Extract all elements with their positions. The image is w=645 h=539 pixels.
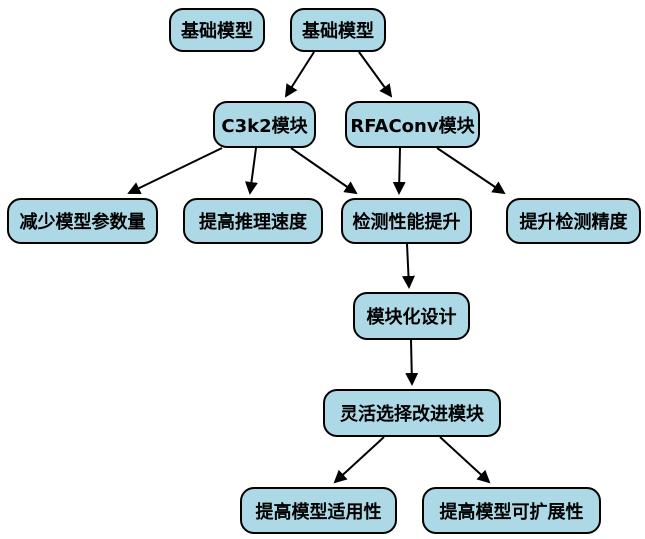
edge-flexible-selection-to-applicability bbox=[333, 436, 385, 484]
edge-c3k2-to-detection-perf bbox=[290, 147, 358, 195]
edge-c3k2-to-inference-speed bbox=[245, 147, 258, 195]
node-reduce-model-params: 减少模型参数量 bbox=[7, 198, 158, 244]
node-improve-model-extensibility: 提高模型可扩展性 bbox=[422, 487, 601, 534]
edge-rfaconv-to-detection-perf bbox=[392, 147, 406, 195]
node-improve-inference-speed: 提高推理速度 bbox=[183, 198, 323, 244]
node-base-model-left: 基础模型 bbox=[169, 8, 265, 52]
edge-modular-design-to-flexible-selection bbox=[405, 339, 419, 386]
edge-flexible-selection-to-extensibility bbox=[439, 436, 491, 484]
node-improve-detection-precision: 提升检测精度 bbox=[506, 198, 641, 244]
node-modular-design: 模块化设计 bbox=[353, 292, 470, 340]
node-base-model-right: 基础模型 bbox=[290, 8, 386, 52]
node-c3k2-module: C3k2模块 bbox=[213, 101, 316, 148]
node-detection-perf-boost: 检测性能提升 bbox=[341, 198, 472, 244]
node-flexible-module-selection: 灵活选择改进模块 bbox=[323, 389, 501, 437]
edge-base-model-right-to-c3k2 bbox=[284, 51, 315, 98]
edge-detection-perf-to-modular-design bbox=[401, 243, 415, 289]
node-rfaconv-module: RFAConv模块 bbox=[345, 101, 480, 148]
node-improve-model-applicability: 提高模型适用性 bbox=[240, 487, 397, 534]
edge-base-model-right-to-rfaconv bbox=[358, 51, 393, 98]
edge-c3k2-to-reduce-params bbox=[127, 147, 223, 195]
edge-rfaconv-to-detection-precision bbox=[436, 147, 506, 195]
